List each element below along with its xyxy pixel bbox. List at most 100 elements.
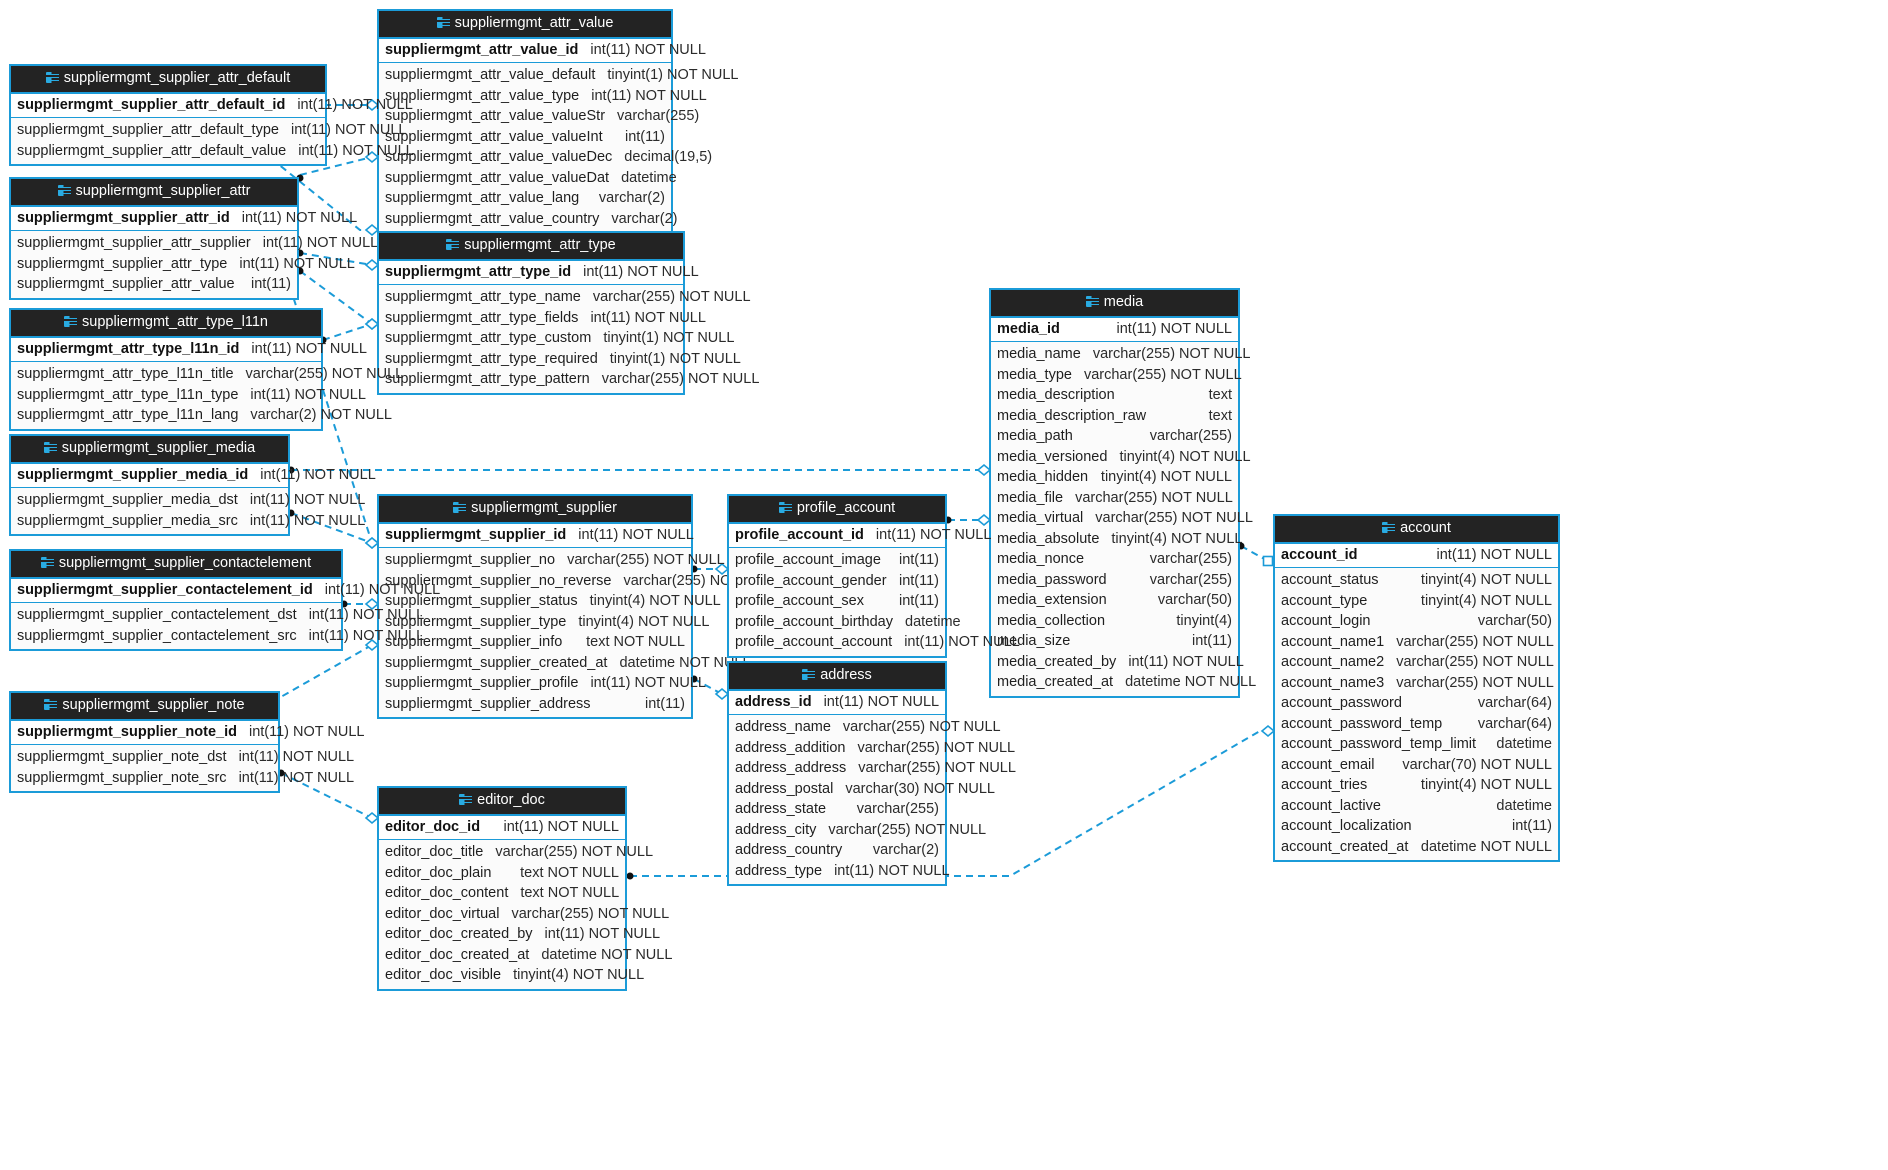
- column-row[interactable]: suppliermgmt_supplier_contactelement_dst…: [11, 605, 424, 626]
- column-row[interactable]: suppliermgmt_supplier_contactelement_src…: [11, 626, 424, 647]
